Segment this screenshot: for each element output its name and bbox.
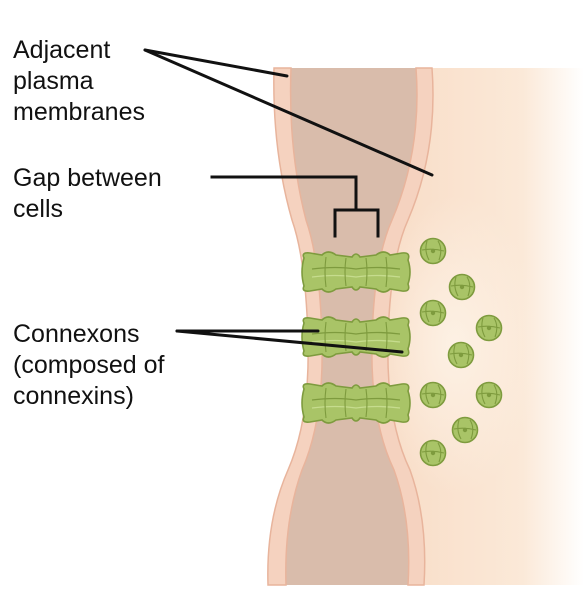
- connexon-top-view-icon: [419, 439, 447, 467]
- connexon-top-view-icon: [419, 381, 447, 409]
- connexon-top-view-icon: [448, 273, 476, 301]
- gap-bracket: [210, 175, 380, 238]
- membranes-label: Adjacent plasma membranes: [13, 36, 145, 126]
- connexon-channel-icon: [301, 382, 411, 424]
- connexon-top-view-icon: [419, 299, 447, 327]
- connexon-top-view-icon: [475, 381, 503, 409]
- connexon-top-view-icon: [475, 314, 503, 342]
- connexon-channel-icon: [301, 251, 411, 293]
- connexon-top-view-icon: [419, 237, 447, 265]
- connexon-top-view-icon: [451, 416, 479, 444]
- connexons-leader: [175, 329, 404, 354]
- connexons-label: Connexons (composed of connexins): [13, 320, 165, 410]
- gap-label: Gap between cells: [13, 164, 162, 223]
- membranes-leader: [143, 48, 434, 177]
- connexon-top-view-icon: [447, 341, 475, 369]
